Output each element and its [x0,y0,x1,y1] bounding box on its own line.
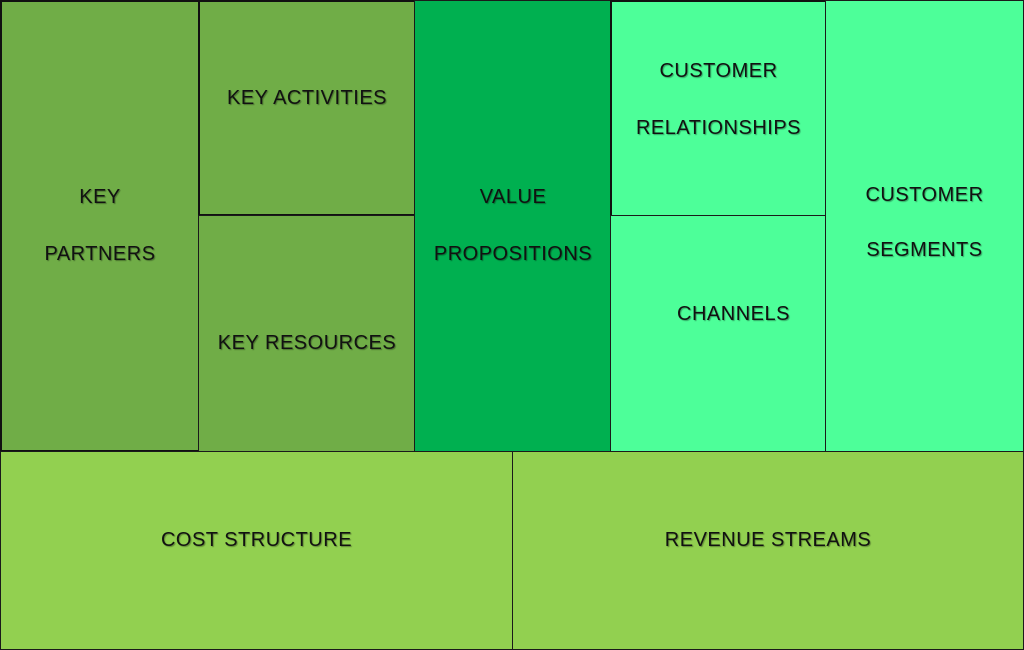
key-activities-block: KEY ACTIVITIES [198,0,416,216]
key-partners-block: KEY PARTNERS [0,0,200,452]
customer-relationships-label-line1: CUSTOMER [659,59,778,82]
cost-structure-label: COST STRUCTURE [160,529,353,551]
customer-segments-label-line2: SEGMENTS [866,239,983,261]
customer-segments-label-line1: CUSTOMER [865,184,984,206]
key-resources-block: KEY RESOURCES [198,215,416,452]
customer-relationships-label-line2: RELATIONSHIPS [635,116,802,139]
key-activities-label: KEY ACTIVITIES [226,86,388,109]
value-propositions-label-line1: VALUE [479,186,547,208]
revenue-streams-label: REVENUE STREAMS [664,529,872,551]
key-partners-label-line2: PARTNERS [44,243,156,265]
cost-structure-block: COST STRUCTURE [0,451,513,650]
value-propositions-label-line2: PROPOSITIONS [433,243,593,265]
key-resources-label: KEY RESOURCES [217,332,397,354]
key-partners-label-line1: KEY [79,186,121,208]
customer-segments-block: CUSTOMER SEGMENTS [825,0,1024,452]
customer-relationships-block: CUSTOMER RELATIONSHIPS [610,0,827,217]
value-propositions-block: VALUE PROPOSITIONS [414,0,612,452]
revenue-streams-block: REVENUE STREAMS [512,451,1024,650]
channels-block: CHANNELS [610,215,827,452]
channels-label: CHANNELS [677,303,790,325]
